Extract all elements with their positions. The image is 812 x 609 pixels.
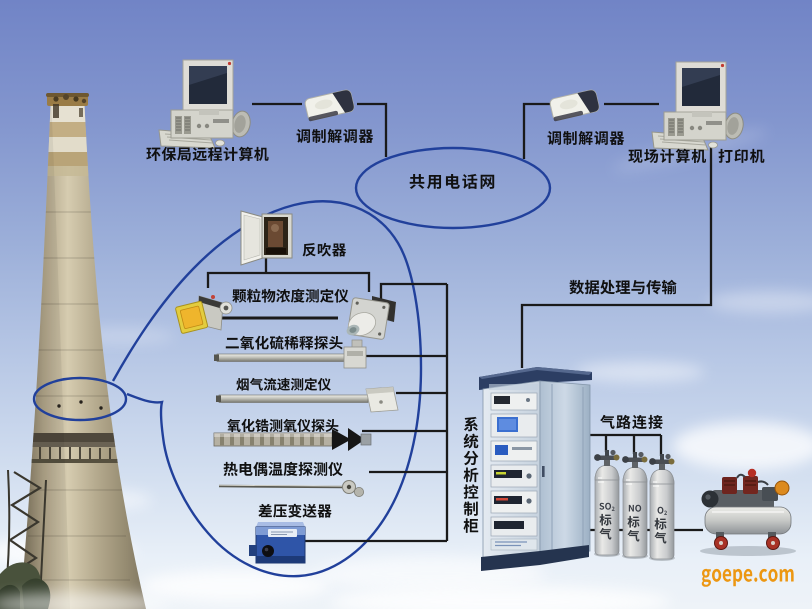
label-phone-network [409,173,497,195]
label-dp-transmitter [258,503,332,523]
label-cyl1-gas [599,513,612,540]
label-site-computer [628,148,707,169]
compressor-image [700,468,796,556]
control-cabinet-image [479,367,592,571]
stack-ports [57,400,103,410]
label-velocity-analyzer [236,377,331,396]
particle-receiver-image [346,296,396,340]
label-so2-probe [225,335,343,355]
label-modem-left [296,128,374,149]
label-modem-right [547,130,625,151]
label-cyl1-formula [599,502,615,514]
label-cyl3-formula [657,506,667,518]
label-cyl3-gas [654,517,667,544]
dp-transmitter-image [249,522,306,564]
so2-probe-image [214,339,367,369]
label-cyl2-formula [628,504,642,516]
phone-network-ellipse [354,146,552,230]
thermocouple-image [218,480,364,497]
label-printer [718,148,765,169]
label-particle-analyzer [232,288,349,308]
label-control-cabinet [463,416,479,533]
chimney-photo [0,93,170,609]
connector-lines [206,102,713,543]
label-cyl2-gas [627,515,640,542]
velocity-probe-image [216,386,399,413]
stack-port-ellipse [32,376,128,422]
label-blowback [302,242,347,262]
zirconia-probe-image [213,428,372,451]
chimney-crown [46,93,89,118]
label-zirconia-probe [227,418,339,437]
label-watermark [701,563,795,592]
label-remote-computer [146,146,269,167]
label-data-link [569,279,677,300]
blowback-cabinet-image [240,210,293,266]
label-thermocouple [223,461,343,482]
particle-transmitter-image [175,295,233,334]
label-gas-line [600,414,664,435]
